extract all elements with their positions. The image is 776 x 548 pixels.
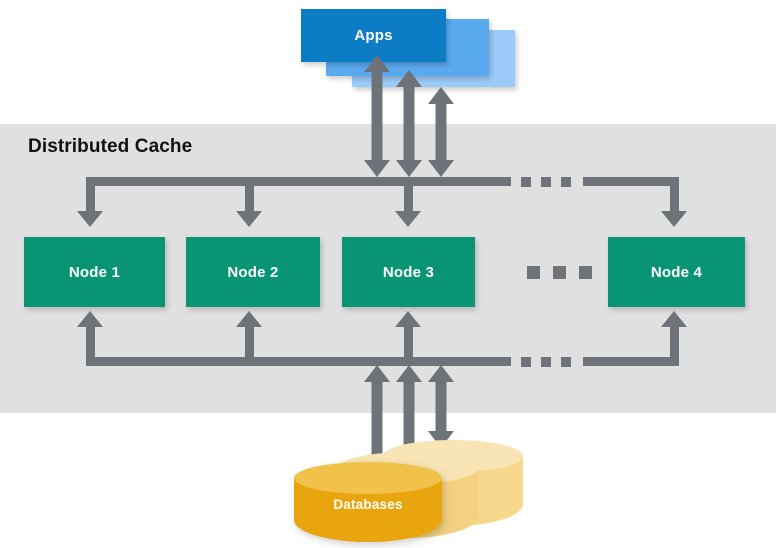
arrow-head-down-icon — [428, 160, 454, 177]
cylinder-top-ellipse — [294, 462, 442, 494]
arrow-shaft — [371, 379, 383, 473]
arrow-head-up-icon-node-3 — [395, 311, 421, 327]
apps-cache-arrow-2 — [396, 70, 422, 177]
arrow-shaft — [403, 84, 415, 163]
bottom-bus-dot-1 — [521, 357, 531, 367]
node-ellipsis-dot-3 — [579, 266, 592, 279]
arrow-head-down-icon-node-3 — [395, 211, 421, 227]
bottom-bus-dot-2 — [541, 357, 551, 367]
arrow-shaft — [435, 379, 447, 434]
arrow-head-down-icon-node-4 — [661, 211, 687, 227]
bottom-bus-line — [86, 357, 511, 366]
arrow-head-up-icon — [364, 55, 390, 72]
top-riser-node-2 — [245, 177, 254, 211]
arrow-shaft — [435, 101, 447, 163]
top-riser-node-4 — [670, 177, 679, 211]
apps-cache-arrow-3 — [428, 87, 454, 177]
apps-box-front[interactable] — [301, 9, 446, 62]
arrow-head-up-icon-node-2 — [236, 311, 262, 327]
arrow-head-down-icon-node-2 — [236, 211, 262, 227]
top-bus-dot-1 — [521, 177, 531, 187]
databases-label: Databases — [333, 497, 403, 512]
bottom-riser-node-3 — [404, 327, 413, 366]
top-bus-dot-3 — [561, 177, 571, 187]
node-box-1[interactable]: Node 1 — [24, 237, 165, 307]
arrow-head-up-icon-node-4 — [661, 311, 687, 327]
arrow-head-up-icon-node-1 — [77, 311, 103, 327]
distributed-cache-label: Distributed Cache — [28, 136, 193, 157]
arrow-head-down-icon — [396, 160, 422, 177]
top-bus-line-right — [583, 177, 679, 186]
bottom-riser-node-2 — [245, 327, 254, 366]
bottom-riser-node-1 — [86, 327, 95, 366]
arrow-head-down-icon-node-1 — [77, 211, 103, 227]
arrow-head-up-icon — [396, 365, 422, 382]
arrow-head-up-icon — [364, 365, 390, 382]
arrow-shaft — [403, 379, 415, 455]
arrow-head-up-icon — [428, 87, 454, 104]
node-ellipsis-dot-1 — [527, 266, 540, 279]
arrow-head-down-icon — [364, 160, 390, 177]
apps-label: Apps — [354, 27, 393, 44]
cache-db-arrow-3 — [428, 365, 454, 448]
bottom-bus-dot-3 — [561, 357, 571, 367]
arrow-shaft — [371, 69, 383, 163]
top-riser-node-3 — [404, 177, 413, 211]
node-box-4[interactable]: Node 4 — [608, 237, 745, 307]
apps-cache-arrow-1 — [364, 55, 390, 177]
node-box-3[interactable]: Node 3 — [342, 237, 475, 307]
bottom-riser-node-4 — [670, 327, 679, 366]
top-riser-node-1 — [86, 177, 95, 211]
top-bus-line — [86, 177, 511, 186]
database-cylinder-front[interactable] — [294, 462, 442, 542]
arrow-head-up-icon — [428, 365, 454, 382]
arrow-head-up-icon — [396, 70, 422, 87]
bottom-bus-line-right — [583, 357, 679, 366]
node-box-2[interactable]: Node 2 — [186, 237, 320, 307]
top-bus-dot-2 — [541, 177, 551, 187]
node-ellipsis-dot-2 — [553, 266, 566, 279]
